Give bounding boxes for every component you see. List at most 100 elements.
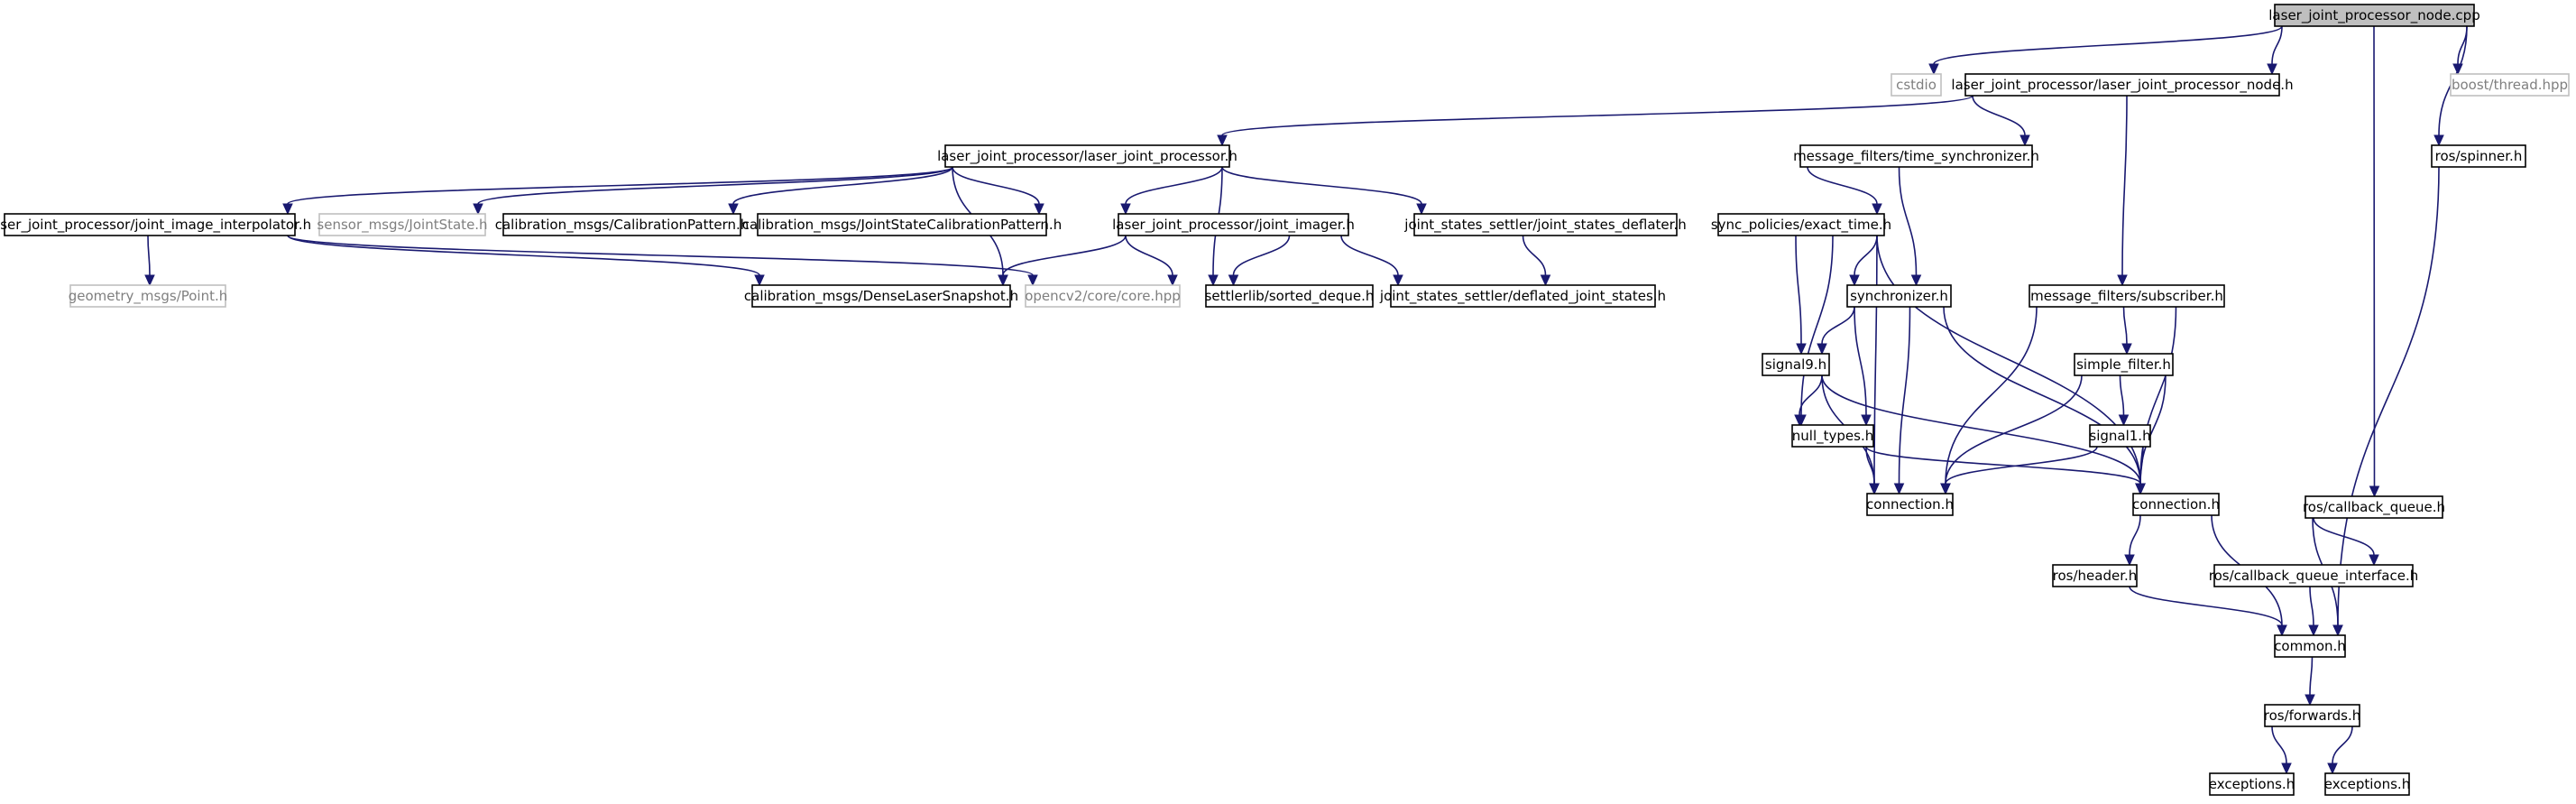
arrowhead xyxy=(1393,274,1403,287)
node-conn-b[interactable]: connection.h xyxy=(2132,493,2220,516)
edge-line xyxy=(1945,374,2083,485)
edge-sync_exact-to-synchronizer xyxy=(1849,235,1878,287)
node-label: sensor_msgs/JointState.h xyxy=(317,217,487,234)
edge-line xyxy=(2129,586,2283,626)
node-ljp-interp[interactable]: laser_joint_processor/joint_image_interp… xyxy=(0,213,311,236)
node-exc-b[interactable]: exceptions.h xyxy=(2324,772,2410,796)
arrowhead xyxy=(1120,203,1131,216)
node-box xyxy=(4,213,296,236)
node-label: exceptions.h xyxy=(2324,776,2410,792)
edge-ljp_h-to-ljp_interp xyxy=(282,166,953,216)
edge-ros_cbqi-to-common xyxy=(2308,586,2319,637)
node-jss-deflated[interactable]: joint_states_settler/deflated_joint_stat… xyxy=(1379,284,1666,308)
node-label: ros/forwards.h xyxy=(2264,707,2360,724)
edge-ljp_h-to-ljp_imager xyxy=(1120,166,1223,216)
arrowhead xyxy=(998,274,1008,287)
node-settler-deque[interactable]: settlerlib/sorted_deque.h xyxy=(1205,284,1375,308)
node-box xyxy=(2450,73,2570,97)
arrowhead xyxy=(728,203,739,216)
edge-line xyxy=(287,235,760,276)
arrowhead xyxy=(1416,203,1427,216)
node-ros-spinner[interactable]: ros/spinner.h xyxy=(2431,144,2526,168)
node-cal-pattern[interactable]: calibration_msgs/CalibrationPattern.h xyxy=(495,213,750,236)
node-box xyxy=(2213,564,2414,587)
node-box xyxy=(1846,284,1952,308)
node-conn-a[interactable]: connection.h xyxy=(1866,493,1954,516)
node-ros-header[interactable]: ros/header.h xyxy=(2052,564,2138,587)
node-common[interactable]: common.h xyxy=(2274,634,2346,658)
node-ljp-node-h[interactable]: laser_joint_processor/laser_joint_proces… xyxy=(1951,73,2294,97)
edge-ljp_h-to-jss_deflater xyxy=(1221,166,1427,216)
node-cal-dense[interactable]: calibration_msgs/DenseLaserSnapshot.h xyxy=(744,284,1018,308)
edge-line xyxy=(2121,95,2128,276)
node-mf-subscriber[interactable]: message_filters/subscriber.h xyxy=(2029,284,2225,308)
edge-line xyxy=(2129,514,2141,556)
edge-line xyxy=(1522,235,1547,276)
edge-line xyxy=(1799,374,1823,416)
node-ljp-imager[interactable]: laser_joint_processor/joint_imager.h xyxy=(1112,213,1355,236)
edge-ljp_node_h-to-mf_time_sync xyxy=(1972,95,2030,147)
edge-line xyxy=(2337,166,2440,626)
node-box xyxy=(2324,772,2410,796)
node-exc-a[interactable]: exceptions.h xyxy=(2209,772,2295,796)
node-label: cstdio xyxy=(1896,77,1937,93)
node-cal-jscp[interactable]: calibration_msgs/JointStateCalibrationPa… xyxy=(742,213,1062,236)
edge-line xyxy=(2332,725,2353,764)
node-ros-forwards[interactable]: ros/forwards.h xyxy=(2264,704,2360,727)
edge-line xyxy=(1854,306,1867,416)
edge-line xyxy=(147,235,151,276)
arrowhead xyxy=(282,203,293,216)
node-jss-deflater[interactable]: joint_states_settler/joint_states_deflat… xyxy=(1403,213,1687,236)
node-label: boost/thread.hpp xyxy=(2452,77,2568,93)
edge-line xyxy=(1945,306,2038,485)
node-label: laser_joint_processor/laser_joint_proces… xyxy=(1951,77,2293,94)
node-signal9[interactable]: signal9.h xyxy=(1762,353,1830,376)
edge-jss_deflater-to-jss_deflated xyxy=(1522,235,1551,287)
node-box xyxy=(1964,73,2280,97)
node-sync-exact[interactable]: sync_policies/exact_time.h xyxy=(1711,213,1891,236)
arrowhead xyxy=(1540,274,1551,287)
edge-line xyxy=(1807,166,1878,205)
arrowhead xyxy=(2117,274,2128,287)
edge-line xyxy=(1854,235,1878,276)
node-root[interactable]: laser_joint_processor_node.cpp xyxy=(2268,4,2480,27)
node-label: message_filters/time_synchronizer.h xyxy=(1793,148,2039,165)
arrowhead xyxy=(144,274,155,287)
arrowhead xyxy=(2277,624,2287,637)
edge-line xyxy=(1221,95,1973,136)
node-box xyxy=(1025,284,1181,308)
edge-line xyxy=(2139,446,2144,485)
node-box xyxy=(2089,424,2151,448)
node-ros-cbq[interactable]: ros/callback_queue.h xyxy=(2303,495,2445,519)
node-label: ros/header.h xyxy=(2053,568,2138,584)
node-label: settlerlib/sorted_deque.h xyxy=(1205,288,1375,305)
arrowhead xyxy=(1872,203,1882,216)
node-null-types[interactable]: null_types.h xyxy=(1791,424,1874,448)
node-synchronizer[interactable]: synchronizer.h xyxy=(1846,284,1952,308)
node-signal1[interactable]: signal1.h xyxy=(2089,424,2151,448)
node-label: message_filters/subscriber.h xyxy=(2030,288,2223,305)
edge-root-to-ros_cbq xyxy=(2369,25,2380,498)
arrowhead xyxy=(1027,274,1038,287)
arrowhead xyxy=(2332,624,2343,637)
node-label: null_types.h xyxy=(1792,428,1873,445)
node-mf-time-sync[interactable]: message_filters/time_synchronizer.h xyxy=(1793,144,2039,168)
node-label: signal1.h xyxy=(2089,428,2150,444)
edge-ljp_h-to-cal_jscp xyxy=(952,166,1044,216)
node-label: joint_states_settler/deflated_joint_stat… xyxy=(1379,288,1666,305)
arrowhead xyxy=(1940,483,1951,495)
node-box xyxy=(1762,353,1830,376)
node-label: connection.h xyxy=(2132,496,2220,513)
arrowhead xyxy=(2118,414,2130,427)
node-label: sync_policies/exact_time.h xyxy=(1711,217,1891,234)
arrowhead xyxy=(1796,343,1807,356)
node-ljp-h[interactable]: laser_joint_processor/laser_joint_proces… xyxy=(937,144,1237,168)
edge-conn_b-to-ros_header xyxy=(2124,514,2141,567)
node-box xyxy=(2274,634,2346,658)
node-box xyxy=(1891,73,1942,97)
node-ros-cbqi[interactable]: ros/callback_queue_interface.h xyxy=(2209,564,2418,587)
node-simple-filter[interactable]: simple_filter.h xyxy=(2074,353,2174,376)
arrowhead xyxy=(2305,694,2315,707)
edge-line xyxy=(2373,25,2376,487)
node-box xyxy=(2132,493,2220,516)
